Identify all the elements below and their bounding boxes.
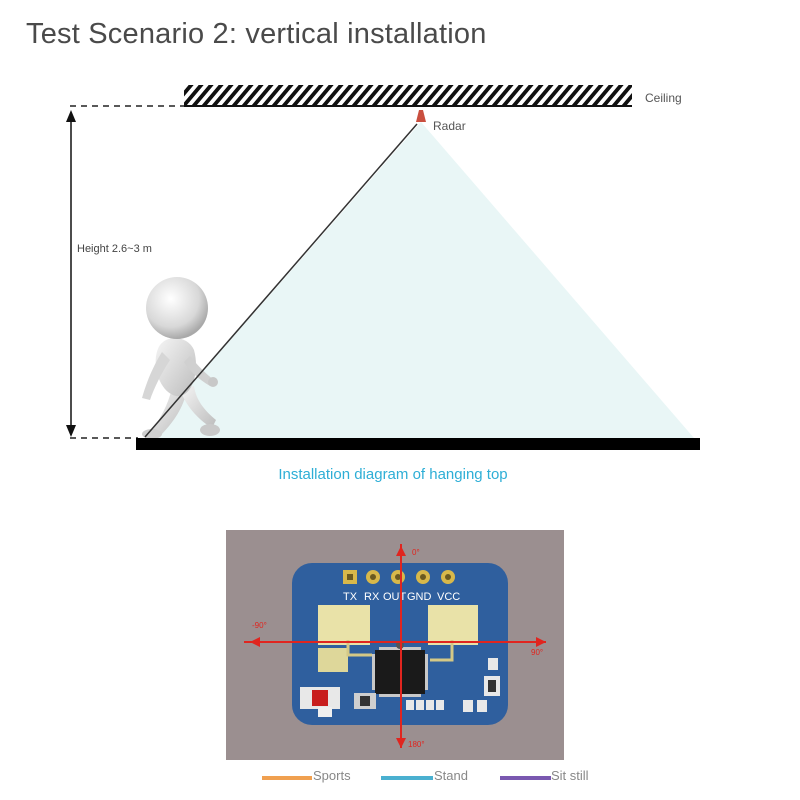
antenna-patch-left bbox=[318, 605, 370, 645]
ceiling-label: Ceiling bbox=[645, 91, 682, 105]
legend: Sports Stand Sit still bbox=[262, 768, 589, 783]
radar-board-image: TX RX OUT GND VCC bbox=[226, 530, 564, 760]
pin-label-vcc: VCC bbox=[437, 591, 460, 603]
angle-label-right: 90° bbox=[531, 648, 543, 657]
legend-label-sit-still: Sit still bbox=[551, 768, 589, 783]
angle-label-bottom: 180° bbox=[408, 740, 425, 749]
diagram-caption: Installation diagram of hanging top bbox=[278, 466, 508, 483]
ceiling bbox=[184, 85, 632, 107]
page-title: Test Scenario 2: vertical installation bbox=[26, 18, 487, 50]
detection-axes bbox=[244, 544, 546, 748]
legend-label-sports: Sports bbox=[313, 768, 351, 783]
floor bbox=[136, 438, 700, 450]
antenna-patch-small bbox=[318, 648, 348, 672]
radar-icon bbox=[416, 110, 426, 122]
height-arrow bbox=[66, 110, 76, 437]
pin-label-rx: RX bbox=[364, 591, 380, 603]
angle-label-left: -90° bbox=[252, 621, 267, 630]
pin-label-gnd: GND bbox=[407, 591, 432, 603]
angle-label-top: 0° bbox=[412, 548, 420, 557]
person-figure bbox=[142, 277, 220, 439]
legend-label-stand: Stand bbox=[434, 768, 468, 783]
radar-coverage-cone bbox=[145, 122, 694, 438]
height-label: Height 2.6~3 m bbox=[77, 243, 152, 255]
pin-label-tx: TX bbox=[343, 591, 358, 603]
pin-label-out: OUT bbox=[383, 591, 407, 603]
radar-label: Radar bbox=[433, 119, 466, 133]
antenna-patch-right bbox=[428, 605, 478, 645]
radar-detection-line bbox=[144, 123, 418, 438]
